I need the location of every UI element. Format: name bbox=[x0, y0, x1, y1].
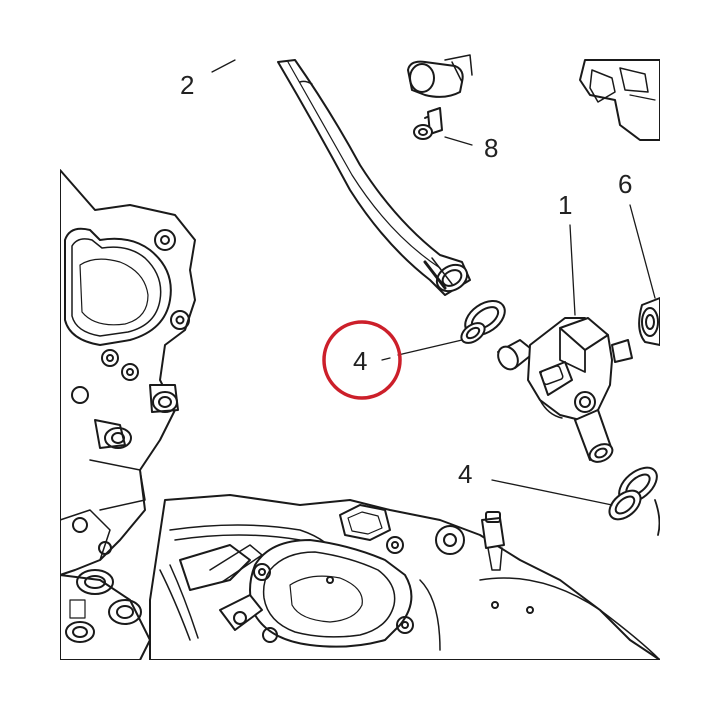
hose-clamp-top bbox=[407, 54, 473, 98]
engine-block-bottom bbox=[149, 494, 661, 661]
leader-line-6 bbox=[629, 204, 656, 299]
hose-part-2 bbox=[277, 59, 471, 296]
callout-label-1: 1 bbox=[558, 190, 572, 220]
leader-line-4-upper-stub bbox=[381, 357, 391, 361]
leader-line-4-upper bbox=[397, 339, 463, 356]
leader-line-4-lower bbox=[491, 479, 613, 506]
o-ring-lower bbox=[608, 466, 661, 536]
engine-block-left bbox=[59, 169, 196, 661]
left-margin bbox=[0, 0, 60, 720]
leader-lines bbox=[211, 59, 656, 506]
screw-part-8 bbox=[413, 107, 443, 140]
o-ring-upper bbox=[460, 299, 506, 344]
leader-line-1 bbox=[569, 224, 576, 316]
valve-part-1 bbox=[497, 317, 633, 463]
leader-line-2 bbox=[211, 59, 236, 73]
upper-right-component bbox=[579, 59, 661, 141]
callout-label-8: 8 bbox=[484, 133, 498, 163]
bracket-part-6 bbox=[638, 297, 661, 346]
right-margin bbox=[660, 0, 720, 720]
callout-label-6: 6 bbox=[618, 169, 632, 199]
callout-label-4-lower: 4 bbox=[458, 459, 472, 489]
leader-line-8 bbox=[444, 136, 473, 146]
highlight-circle bbox=[322, 320, 402, 400]
callout-label-2: 2 bbox=[180, 70, 194, 100]
bottom-margin bbox=[0, 660, 720, 720]
callout-label-4-highlighted: 4 bbox=[353, 346, 367, 376]
